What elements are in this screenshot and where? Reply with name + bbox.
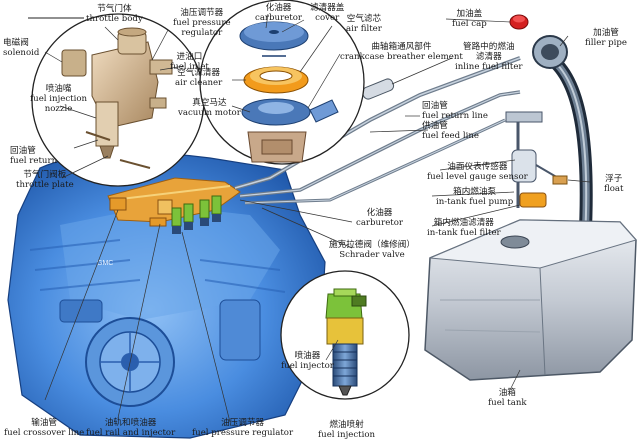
filler-pipe-part	[532, 35, 593, 241]
engine-tag: GMC	[97, 260, 113, 267]
label-schrader-valve: 施克拉德阀（维修阀）Schrader valve	[329, 240, 415, 261]
inline-filter-part	[361, 78, 395, 100]
injector-detail-circle	[280, 270, 410, 400]
fuel-tank-part	[424, 219, 637, 381]
pump-assembly-part	[505, 111, 568, 208]
carburetor-circle	[199, 0, 365, 165]
fuel-cap-part	[509, 14, 529, 30]
injectors-on-rail	[171, 195, 222, 234]
callout-lines	[44, 13, 591, 423]
throttle-body-circle	[31, 13, 205, 187]
